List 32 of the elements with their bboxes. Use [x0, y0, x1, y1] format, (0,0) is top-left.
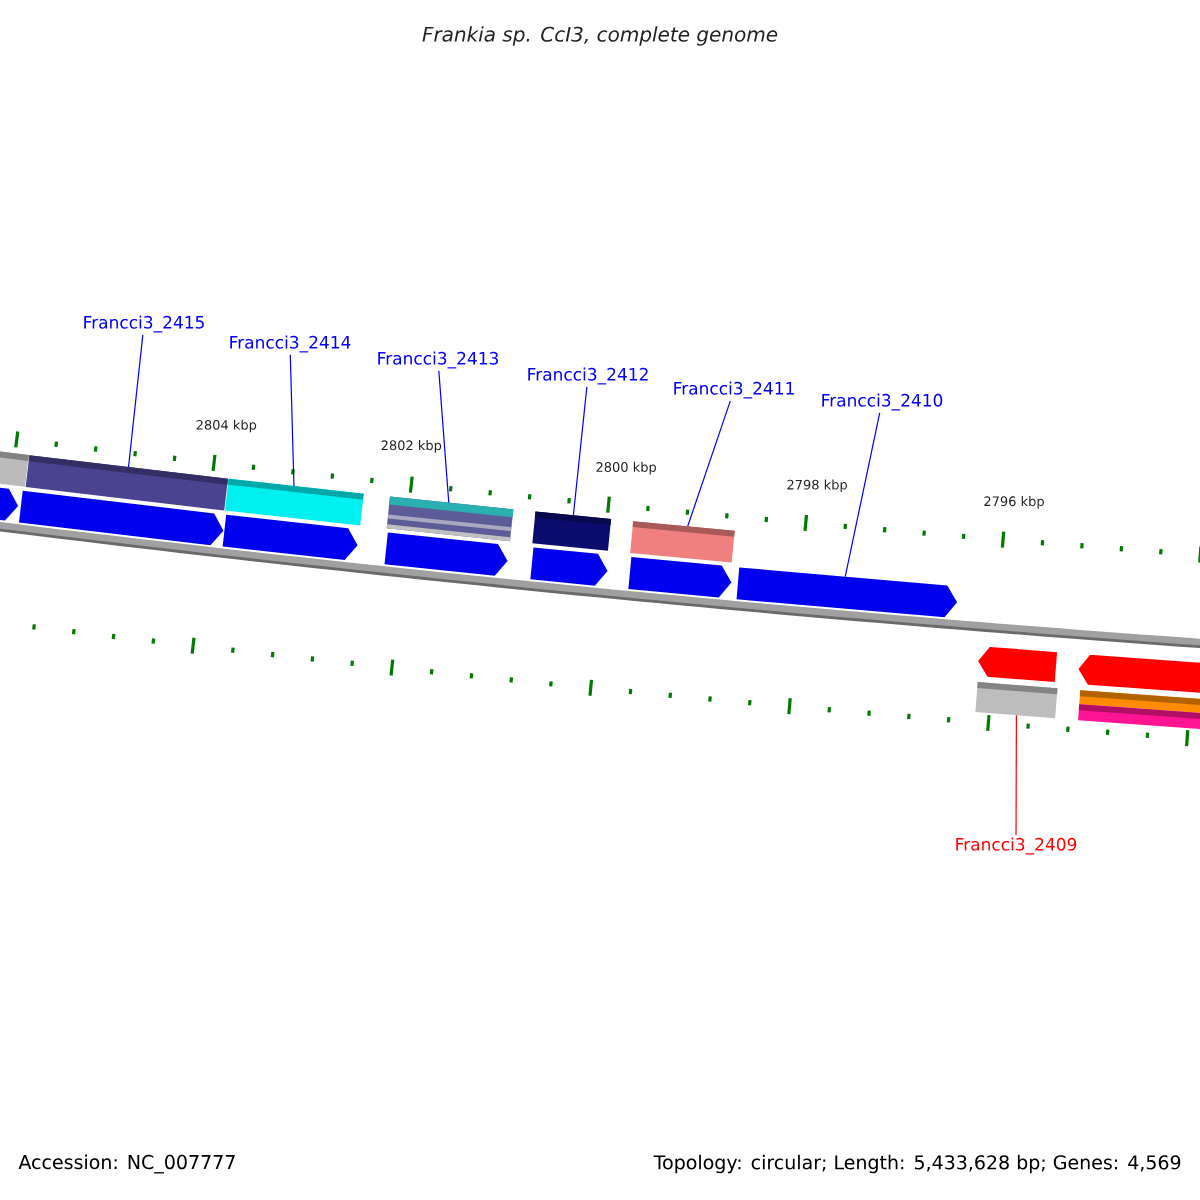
- gene-feature: [978, 646, 1058, 683]
- leader-line: [687, 400, 731, 527]
- gene-feature: [736, 567, 958, 618]
- gene-feature: [628, 557, 732, 598]
- leader-line: [572, 386, 588, 516]
- leader-line: [844, 412, 881, 578]
- gene-feature: [222, 514, 358, 560]
- gene-feature: [0, 484, 19, 521]
- gene-feature: [630, 521, 735, 563]
- gene-feature: [532, 511, 612, 551]
- gene-feature: [1078, 654, 1200, 698]
- map-title: Frankia sp. CcI3, complete genome: [422, 26, 778, 46]
- gene-label: Francci3_2411: [674, 381, 794, 399]
- accession-label: Accession: NC_007777: [18, 1154, 235, 1174]
- leader-line: [127, 334, 144, 468]
- leader-line: [1015, 714, 1017, 836]
- gene-feature: [384, 532, 508, 576]
- gene-feature: [530, 547, 608, 586]
- gene-label: Francci3_2409: [956, 837, 1077, 855]
- gene-label: Francci3_2415: [84, 315, 204, 333]
- gene-label: Francci3_2414: [230, 335, 351, 353]
- gene-feature: [225, 478, 364, 526]
- gene-feature: [1078, 704, 1200, 735]
- gene-label: Francci3_2412: [528, 367, 648, 385]
- gene-label: Francci3_2413: [378, 351, 498, 369]
- gene-label: Francci3_2410: [822, 393, 943, 411]
- gene-feature: [386, 496, 514, 542]
- gene-feature: [975, 682, 1058, 719]
- gene-feature: [0, 450, 29, 487]
- leader-line: [289, 354, 295, 487]
- leader-line: [438, 370, 450, 504]
- genome-info: Topology: circular; Length: 5,433,628 bp; Genes: 4,569: [653, 1154, 1181, 1174]
